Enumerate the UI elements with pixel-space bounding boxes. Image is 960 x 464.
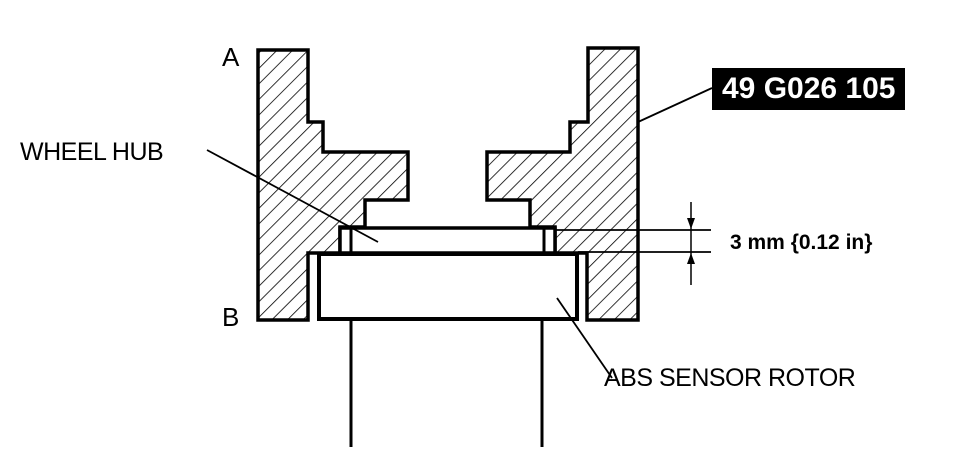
dimension-arrows [687, 202, 695, 285]
tool-part-number-badge: 49 G026 105 [712, 68, 906, 110]
leader-wheel-hub [206, 149, 379, 243]
abs-sensor-rotor-label: ABS SENSOR ROTOR [604, 364, 856, 392]
leader-part-number [637, 87, 713, 123]
wheel-hub-part [338, 226, 557, 255]
point-a-label: A [222, 42, 240, 72]
tool-left-half [256, 48, 410, 322]
abs-sensor-rotor-part [317, 252, 579, 321]
dimension-label: 3 mm {0.12 in} [730, 231, 873, 254]
leader-abs-sensor-rotor [556, 297, 613, 379]
point-b-label: B [222, 302, 240, 332]
wheel-hub-label: WHEEL HUB [20, 138, 164, 166]
